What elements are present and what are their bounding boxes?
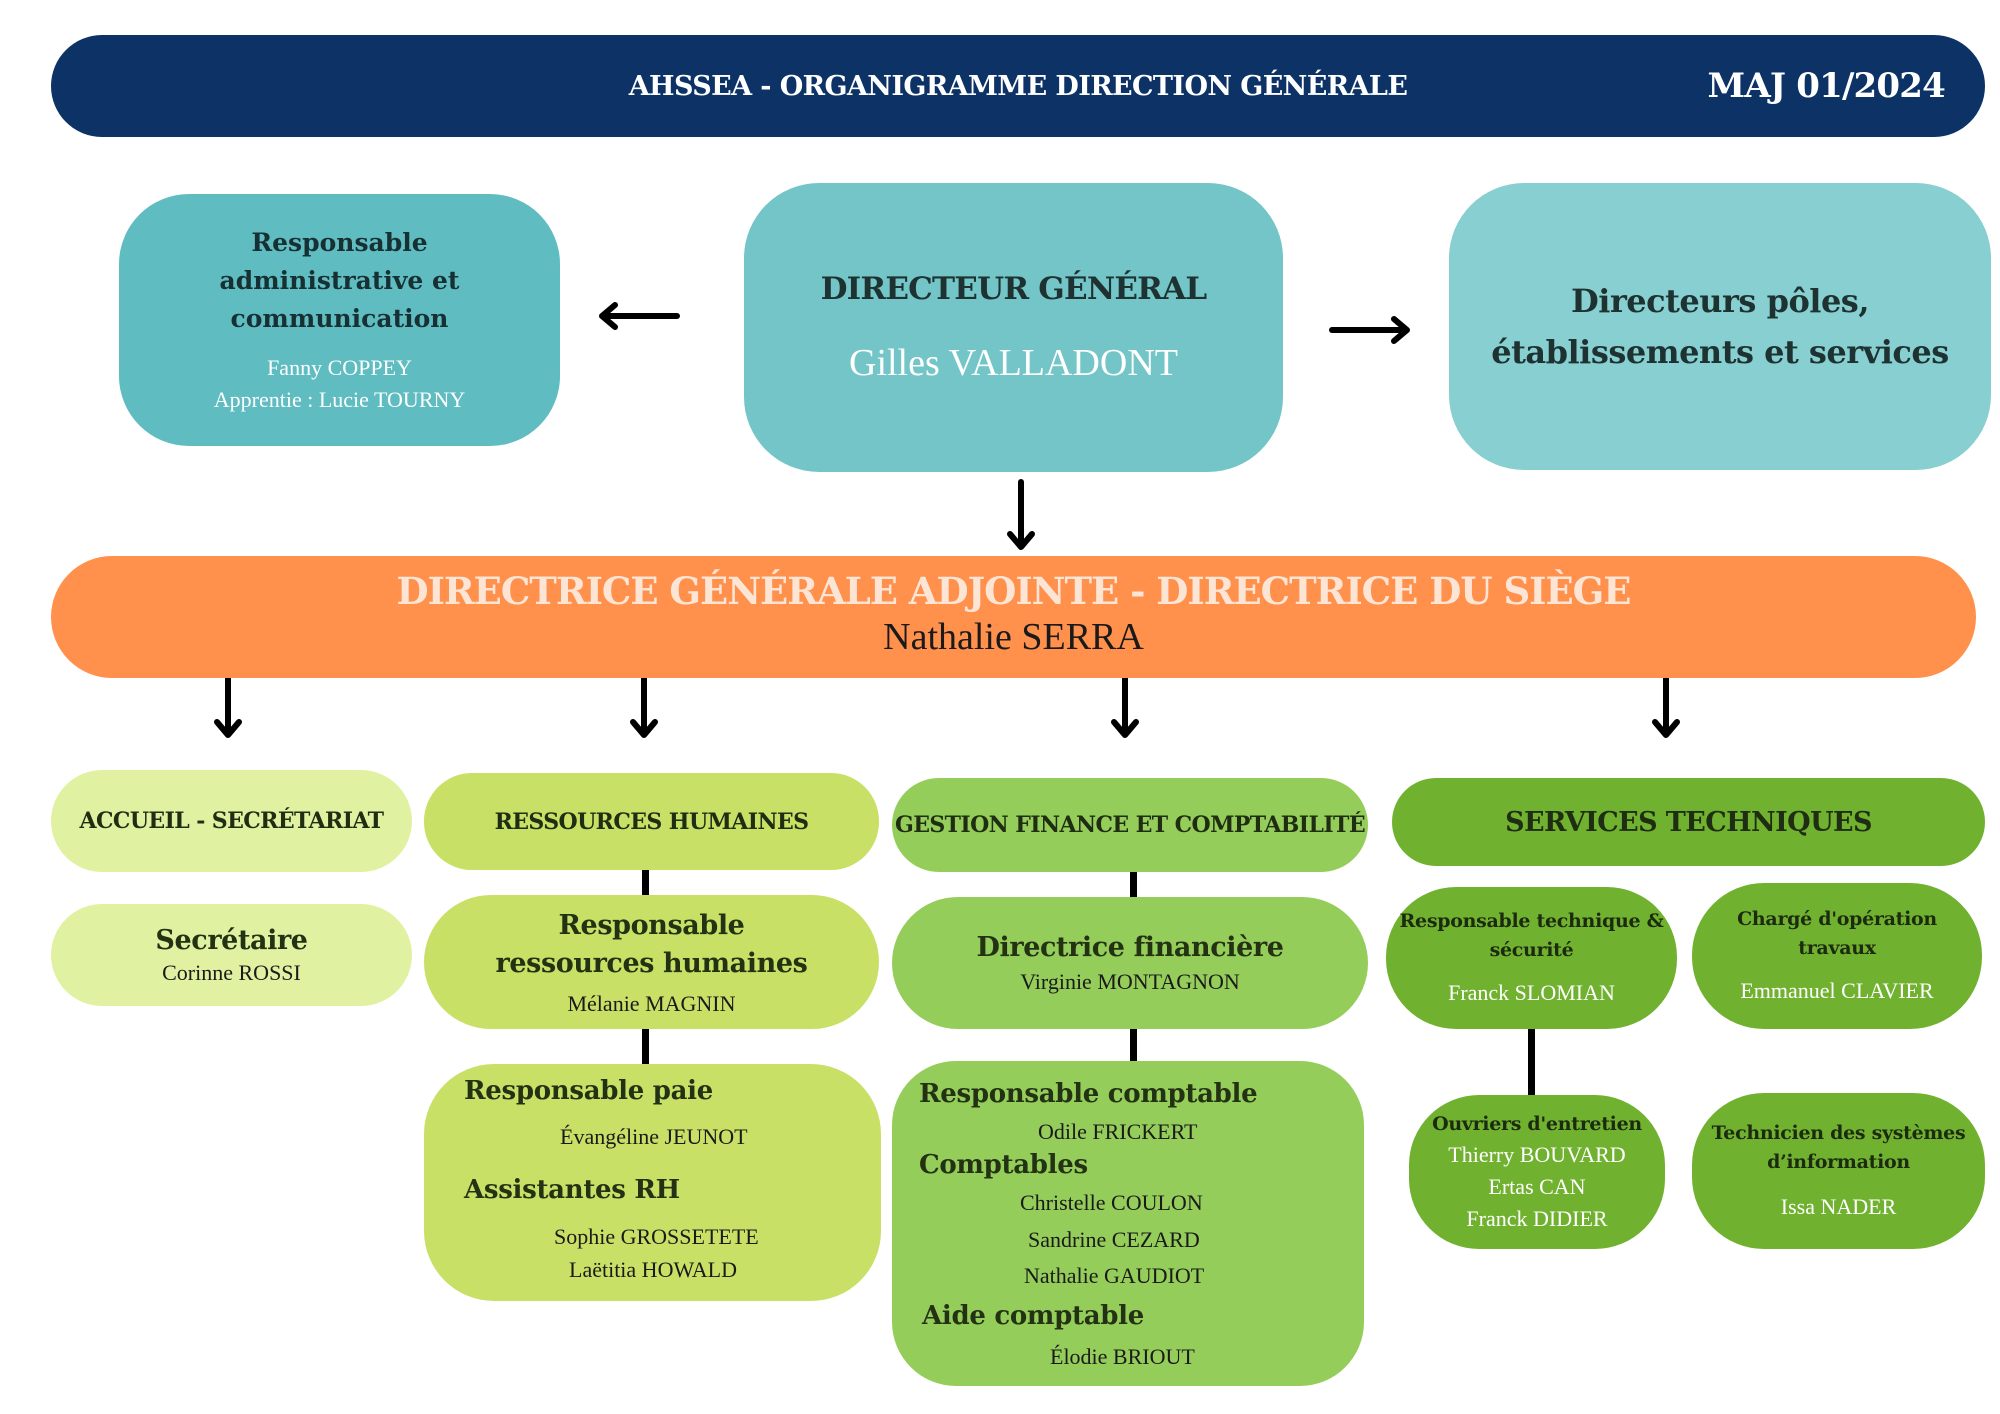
secretaire-name: Corinne ROSSI xyxy=(162,959,301,985)
aide-comptable-name: Élodie BRIOUT xyxy=(1050,1344,1195,1369)
responsable-technique-box: Responsable technique & sécurité Franck … xyxy=(1386,887,1677,1029)
dir-fin-name: Virginie MONTAGNON xyxy=(1020,968,1240,994)
department-title: RESSOURCES HUMAINES xyxy=(494,808,809,835)
department-services-techniques: SERVICES TECHNIQUES xyxy=(1392,778,1985,866)
connector-line xyxy=(1528,1029,1535,1095)
ouvriers-entretien-box: Ouvriers d'entretien Thierry BOUVARD Ert… xyxy=(1409,1095,1665,1249)
comptable-name: Nathalie GAUDIOT xyxy=(1024,1263,1205,1288)
charge-role-line2: travaux xyxy=(1798,937,1876,959)
technicien-si-box: Technicien des systèmes d’information Is… xyxy=(1692,1093,1985,1249)
resp-rh-role-line2: ressources humaines xyxy=(495,948,808,979)
dir-fin-role: Directrice financière xyxy=(976,931,1284,963)
dg-role: DIRECTEUR GÉNÉRAL xyxy=(820,270,1208,307)
page-title: AHSSEA - ORGANIGRAMME DIRECTION GÉNÉRALE xyxy=(628,70,1408,102)
admin-communication-box: Responsable administrative et communicat… xyxy=(119,194,560,446)
secretaire-box: Secrétaire Corinne ROSSI xyxy=(51,904,412,1006)
admin-name: Fanny COPPEY xyxy=(267,355,412,380)
arrow-down-icon xyxy=(1111,678,1139,738)
department-title: GESTION FINANCE ET COMPTABILITÉ xyxy=(895,812,1366,838)
dga-name: Nathalie SERRA xyxy=(883,616,1144,658)
resp-tech-name: Franck SLOMIAN xyxy=(1448,980,1615,1005)
connector-line xyxy=(1130,872,1137,897)
arrow-down-icon xyxy=(214,678,242,738)
charge-operation-box: Chargé d'opération travaux Emmanuel CLAV… xyxy=(1692,883,1982,1029)
update-date: MAJ 01/2024 xyxy=(1707,66,1945,106)
directeur-general-box: DIRECTEUR GÉNÉRAL Gilles VALLADONT xyxy=(744,183,1283,472)
ouvrier-name: Thierry BOUVARD xyxy=(1448,1141,1626,1167)
resp-comptable-role: Responsable comptable xyxy=(919,1079,1258,1109)
resp-tech-role-line2: sécurité xyxy=(1489,939,1574,961)
arrow-down-icon xyxy=(1007,479,1035,550)
connector-line xyxy=(642,1029,649,1064)
paie-name: Évangéline JEUNOT xyxy=(560,1124,748,1149)
paie-role: Responsable paie xyxy=(464,1076,713,1106)
charge-role-line1: Chargé d'opération xyxy=(1737,908,1937,930)
technicien-role-line1: Technicien des systèmes xyxy=(1711,1122,1966,1144)
assistantes-role: Assistantes RH xyxy=(464,1175,680,1205)
directrice-generale-adjointe-bar: DIRECTRICE GÉNÉRALE ADJOINTE - DIRECTRIC… xyxy=(51,556,1976,678)
department-ressources-humaines: RESSOURCES HUMAINES xyxy=(424,773,879,870)
ouvrier-name: Franck DIDIER xyxy=(1466,1205,1608,1231)
assistante-name: Laëtitia HOWALD xyxy=(569,1257,737,1282)
secretaire-role: Secrétaire xyxy=(155,924,308,956)
comptable-name: Christelle COULON xyxy=(1020,1190,1203,1215)
comptables-role: Comptables xyxy=(919,1150,1088,1180)
responsable-rh-box: Responsable ressources humaines Mélanie … xyxy=(424,895,879,1029)
poles-role-line2: établissements et services xyxy=(1491,332,1949,371)
resp-rh-name: Mélanie MAGNIN xyxy=(567,991,736,1016)
assistante-name: Sophie GROSSETETE xyxy=(554,1224,759,1249)
arrow-down-icon xyxy=(1652,678,1680,738)
admin-role: Responsable administrative et communicat… xyxy=(219,228,460,333)
dga-role: DIRECTRICE GÉNÉRALE ADJOINTE - DIRECTRIC… xyxy=(396,569,1632,613)
charge-name: Emmanuel CLAVIER xyxy=(1740,978,1934,1003)
department-title: ACCUEIL - SECRÉTARIAT xyxy=(79,808,385,834)
connector-line xyxy=(642,870,649,895)
poles-role-line1: Directeurs pôles, xyxy=(1571,281,1869,320)
resp-comptable-name: Odile FRICKERT xyxy=(1038,1119,1198,1144)
ouvriers-role: Ouvriers d'entretien xyxy=(1432,1112,1642,1135)
comptabilite-box: Responsable comptable Odile FRICKERT Com… xyxy=(892,1061,1364,1386)
resp-rh-role-line1: Responsable xyxy=(558,910,745,941)
aide-comptable-role: Aide comptable xyxy=(922,1301,1144,1331)
department-accueil-secretariat: ACCUEIL - SECRÉTARIAT xyxy=(51,770,412,872)
ouvrier-name: Ertas CAN xyxy=(1488,1173,1586,1199)
arrow-left-icon xyxy=(599,302,680,330)
header-banner: AHSSEA - ORGANIGRAMME DIRECTION GÉNÉRALE… xyxy=(51,35,1985,137)
connector-line xyxy=(1130,1029,1137,1061)
directeurs-poles-box: Directeurs pôles, établissements et serv… xyxy=(1449,183,1991,470)
dg-name: Gilles VALLADONT xyxy=(849,341,1178,384)
paie-assistantes-box: Responsable paie Évangéline JEUNOT Assis… xyxy=(424,1064,881,1301)
apprentice-name: Apprentie : Lucie TOURNY xyxy=(213,387,466,412)
technicien-role-line2: d’information xyxy=(1767,1151,1910,1173)
comptable-name: Sandrine CEZARD xyxy=(1028,1227,1200,1252)
department-finance-comptabilite: GESTION FINANCE ET COMPTABILITÉ xyxy=(892,778,1368,872)
resp-tech-role-line1: Responsable technique & xyxy=(1399,910,1664,932)
arrow-right-icon xyxy=(1329,316,1410,344)
arrow-down-icon xyxy=(630,678,658,738)
directrice-financiere-box: Directrice financière Virginie MONTAGNON xyxy=(892,897,1368,1029)
technicien-name: Issa NADER xyxy=(1780,1194,1897,1219)
department-title: SERVICES TECHNIQUES xyxy=(1505,806,1872,838)
